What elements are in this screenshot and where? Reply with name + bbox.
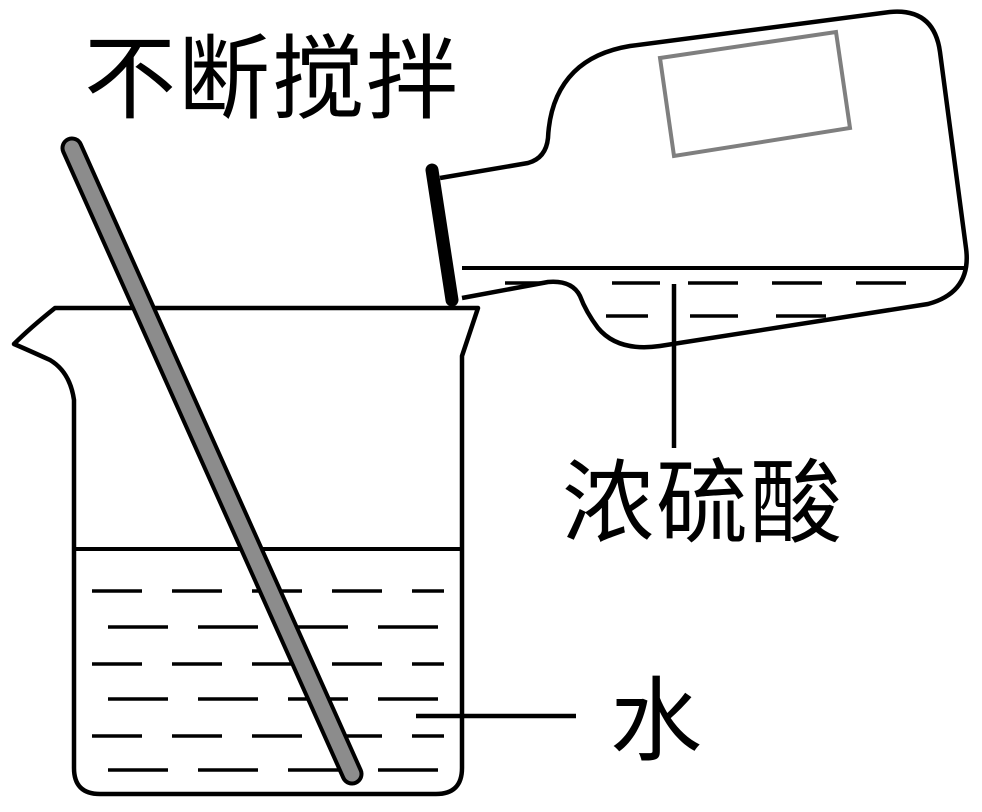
beaker xyxy=(11,305,481,797)
acid-dashes xyxy=(505,281,906,318)
stir-label: 不断搅拌 xyxy=(84,26,461,133)
acid-label: 浓硫酸 xyxy=(562,450,845,557)
bottle-label xyxy=(657,29,853,159)
water-dashes xyxy=(92,589,444,772)
bottle-outline xyxy=(439,9,969,350)
beaker-outline xyxy=(11,305,481,797)
acid-bottle xyxy=(425,9,969,350)
stirring-rod xyxy=(60,136,364,786)
bottle-mouth xyxy=(425,163,459,307)
water-label: 水 xyxy=(610,668,703,775)
